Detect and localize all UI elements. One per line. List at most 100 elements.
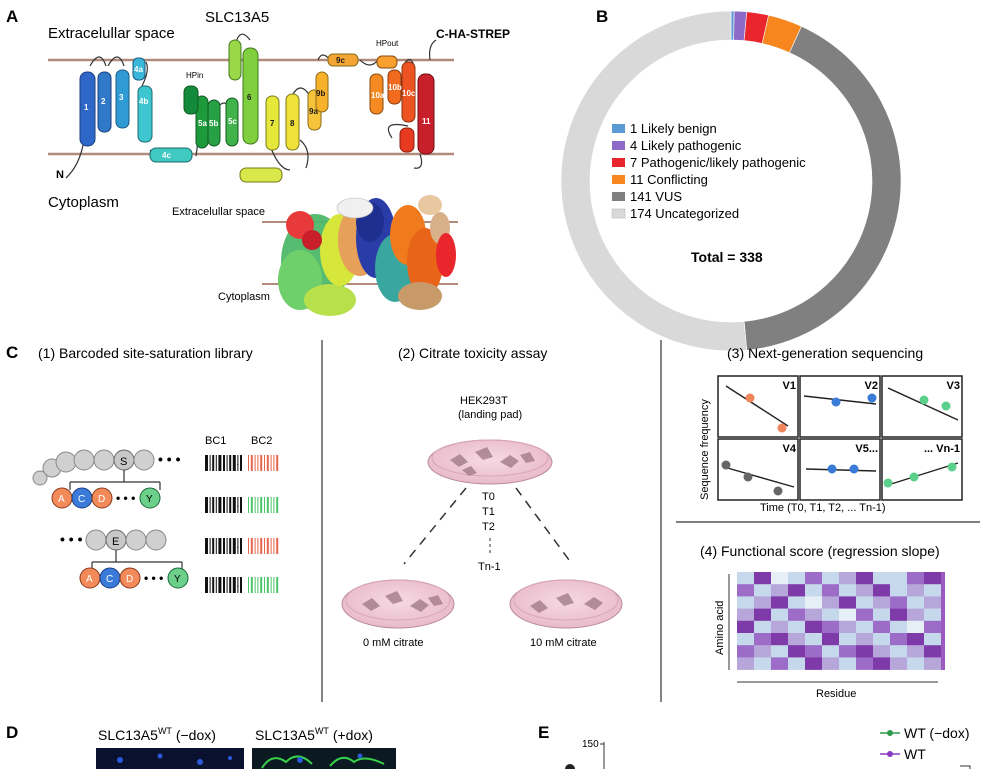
barcode-bar <box>215 538 217 554</box>
panel-c: C (1) Barcoded site-saturation library B… <box>6 340 980 702</box>
residue-chain-top: S • • • <box>32 449 181 490</box>
barcode-bar <box>205 497 208 513</box>
heatmap-cell <box>754 572 771 585</box>
barcode-bar <box>254 538 256 554</box>
heatmap-cell <box>856 620 873 634</box>
heatmap-cell <box>754 645 771 658</box>
donut-chart <box>560 10 902 352</box>
barcode-bar <box>264 538 265 554</box>
panel-e-legend-label: WT <box>904 746 926 762</box>
heatmap-cell <box>822 608 839 622</box>
step2-title: (2) Citrate toxicity assay <box>398 345 547 361</box>
residue-chain-bottom: • • • E <box>60 529 183 570</box>
helix-labels: 1 2 3 4a 4b 4c 5a 5b 5c 6 7 8 9a 9b 9c 1… <box>84 56 431 160</box>
heatmap-cell <box>839 608 856 622</box>
barcode-bar <box>273 538 275 554</box>
tn-label: Tn-1 <box>478 561 501 573</box>
aa-label: D <box>126 574 133 585</box>
helix-label: 7 <box>270 119 275 128</box>
protein-structure-model <box>278 195 456 316</box>
helix-label: 6 <box>247 93 252 102</box>
barcode-bar <box>212 577 215 593</box>
heatmap-cell <box>890 608 907 622</box>
aa-y <box>139 487 161 509</box>
svg-text:• • •: • • • <box>144 571 163 585</box>
barcode-bar <box>250 455 253 471</box>
legend-swatch-vus <box>612 192 625 201</box>
helix-10a <box>369 73 384 115</box>
heatmap-cell <box>907 657 924 670</box>
legend-label: 141 VUS <box>630 189 682 204</box>
ngs-regression-line <box>723 466 795 488</box>
heatmap-cell <box>890 657 907 670</box>
heatmap-cell <box>737 645 754 658</box>
heatmap-cell <box>890 596 907 609</box>
timepoint-label: T0 <box>482 491 495 503</box>
barcode-bar <box>270 455 272 471</box>
helix-label: 10c <box>402 89 416 98</box>
heatmap-cell <box>924 584 941 597</box>
barcode-bar <box>266 497 269 513</box>
ngs-point <box>919 395 929 405</box>
barcode-bar <box>218 455 222 471</box>
aa-label: A <box>86 574 93 585</box>
barcode-bar <box>276 577 279 593</box>
legend-wt-marker <box>887 751 893 757</box>
helix-label: 3 <box>119 93 124 102</box>
heatmap-cell <box>754 596 771 609</box>
helix-1 <box>79 71 96 147</box>
barcode-bar <box>248 577 249 593</box>
barcode-bar <box>232 455 236 471</box>
barcode-bar <box>273 455 275 471</box>
barcode-bar <box>226 538 228 554</box>
helix-h5b <box>239 167 283 183</box>
heatmap-cell <box>890 572 907 585</box>
helix-5c-top <box>228 39 242 81</box>
heatmap-cell <box>839 645 856 658</box>
legend-label: 174 Uncategorized <box>630 206 739 221</box>
heatmap-cell <box>805 572 822 585</box>
panel-a-hpout-label: HPout <box>376 39 399 48</box>
barcode-bar <box>209 538 211 554</box>
heatmap-cell <box>890 584 907 597</box>
ngs-point <box>743 472 753 482</box>
barcode-bar <box>237 455 239 471</box>
barcode-bar <box>212 455 215 471</box>
heatmap-cell <box>771 620 788 634</box>
legend-label: 4 Likely pathogenic <box>630 138 742 153</box>
helix-label: 11 <box>422 117 431 126</box>
heatmap-xlabel: Residue <box>816 688 856 700</box>
barcode-bar <box>257 577 259 593</box>
panel-d-label-plus: SLC13A5WT (+dox) <box>255 726 373 743</box>
heatmap-cell <box>856 608 873 622</box>
barcode-bar <box>229 455 232 471</box>
barcode-bar <box>223 455 225 471</box>
heatmap-cell <box>771 657 788 670</box>
step3-title: (3) Next-generation sequencing <box>727 345 923 361</box>
heatmap-cell <box>924 657 941 670</box>
barcode-bar <box>276 497 279 513</box>
helix-4c <box>149 147 193 163</box>
donut-slice <box>560 10 748 352</box>
ngs-xlabel: Time (T0, T1, T2, ... Tn-1) <box>760 502 886 514</box>
barcode-bar <box>212 538 215 554</box>
panel-e-bracket <box>960 765 971 769</box>
helix-3 <box>115 69 130 129</box>
barcode-bar <box>254 497 256 513</box>
legend-wt-minus-marker <box>887 730 893 736</box>
microscopy-plus-dox <box>252 748 396 769</box>
barcode-bar <box>248 455 249 471</box>
heatmap-cell <box>822 584 839 597</box>
ngs-point <box>773 486 783 496</box>
heatmap-cell <box>788 633 805 646</box>
timepoint-label: T2 <box>482 521 495 533</box>
heatmap-cell <box>907 608 924 622</box>
barcode-bar <box>240 538 242 554</box>
heatmap <box>737 572 941 670</box>
residue-s-label: S <box>120 456 127 468</box>
barcode-bar <box>264 455 265 471</box>
heatmap-cell <box>822 633 839 646</box>
helix-4b <box>137 85 153 143</box>
ngs-variant-label: V3 <box>947 380 960 392</box>
